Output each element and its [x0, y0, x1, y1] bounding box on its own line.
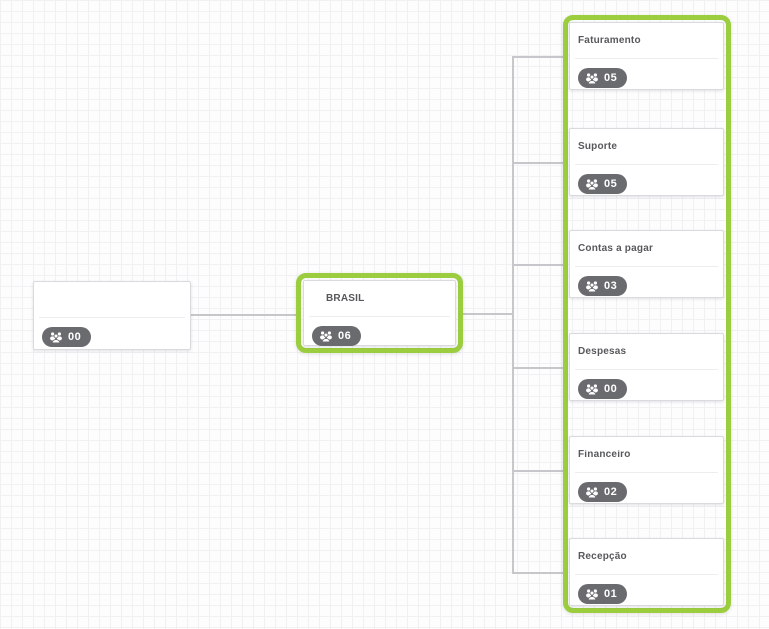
- org-node-recepcao[interactable]: Recepção 01: [569, 538, 724, 606]
- users-icon: [319, 330, 333, 342]
- connector-branch-5: [513, 470, 563, 472]
- connector-branch-3: [513, 264, 563, 266]
- org-node-financeiro[interactable]: Financeiro 02: [569, 436, 724, 504]
- node-title: Contas a pagar: [578, 244, 654, 254]
- divider: [575, 266, 718, 267]
- connector-branch-2: [513, 162, 563, 164]
- node-title: Despesas: [578, 347, 627, 357]
- member-count: 01: [604, 588, 618, 600]
- users-icon: [585, 383, 599, 395]
- users-icon: [585, 486, 599, 498]
- users-icon: [585, 588, 599, 600]
- connector-branch-1: [513, 56, 563, 58]
- divider: [575, 472, 718, 473]
- org-node-suporte[interactable]: Suporte 05: [569, 128, 724, 196]
- member-count-badge[interactable]: 01: [578, 584, 628, 604]
- divider: [575, 58, 718, 59]
- member-count-badge[interactable]: 05: [578, 174, 628, 194]
- divider: [575, 164, 718, 165]
- node-title: Faturamento: [578, 36, 641, 46]
- users-icon: [585, 280, 599, 292]
- users-icon: [585, 72, 599, 84]
- member-count: 06: [338, 330, 352, 342]
- node-title: Suporte: [578, 142, 618, 152]
- connector-parent-to-trunk: [462, 313, 513, 315]
- member-count-badge[interactable]: 06: [312, 326, 362, 346]
- node-title: [42, 295, 182, 305]
- org-node-contas-a-pagar[interactable]: Contas a pagar 03: [569, 230, 724, 298]
- selection-highlight-parent: BRASIL 06: [296, 273, 463, 353]
- member-count-badge[interactable]: 03: [578, 276, 628, 296]
- connector-trunk: [512, 56, 514, 574]
- connector-branch-4: [513, 367, 563, 369]
- org-node-faturamento[interactable]: Faturamento 05: [569, 22, 724, 90]
- users-icon: [49, 331, 63, 343]
- member-count: 05: [604, 72, 618, 84]
- selection-highlight-children: Faturamento 05 Suporte: [563, 15, 731, 613]
- member-count: 00: [604, 383, 618, 395]
- member-count-badge[interactable]: 05: [578, 68, 628, 88]
- org-node-despesas[interactable]: Despesas 00: [569, 333, 724, 401]
- node-title: Financeiro: [578, 450, 631, 460]
- member-count: 03: [604, 280, 618, 292]
- member-count: 02: [604, 486, 618, 498]
- divider: [575, 574, 718, 575]
- divider: [309, 316, 450, 317]
- divider: [39, 317, 185, 318]
- connector-root-to-parent: [191, 314, 296, 316]
- member-count: 05: [604, 178, 618, 190]
- member-count: 00: [68, 331, 82, 343]
- member-count-badge[interactable]: 02: [578, 482, 628, 502]
- org-node-root[interactable]: 00: [33, 281, 191, 350]
- member-count-badge[interactable]: 00: [42, 327, 92, 347]
- node-title: BRASIL: [326, 294, 365, 304]
- divider: [575, 369, 718, 370]
- org-node-brasil[interactable]: BRASIL 06: [303, 280, 456, 346]
- users-icon: [585, 178, 599, 190]
- connector-branch-6: [513, 572, 563, 574]
- member-count-badge[interactable]: 00: [578, 379, 628, 399]
- node-title: Recepção: [578, 552, 627, 562]
